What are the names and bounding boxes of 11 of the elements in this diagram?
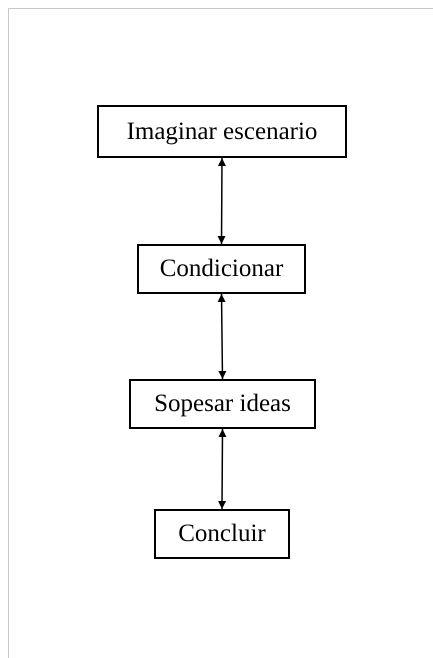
process-box (154, 509, 290, 559)
step-label: Condicionar (160, 255, 284, 283)
process-box (97, 105, 347, 158)
step-label: Imaginar escenario (126, 118, 318, 146)
process-box (129, 379, 316, 429)
double-arrow (218, 158, 226, 244)
double-arrow (218, 294, 226, 380)
step-label: Sopesar ideas (154, 390, 291, 418)
step-label: Concluir (178, 520, 266, 548)
process-box (137, 244, 306, 294)
double-arrow (218, 429, 226, 509)
